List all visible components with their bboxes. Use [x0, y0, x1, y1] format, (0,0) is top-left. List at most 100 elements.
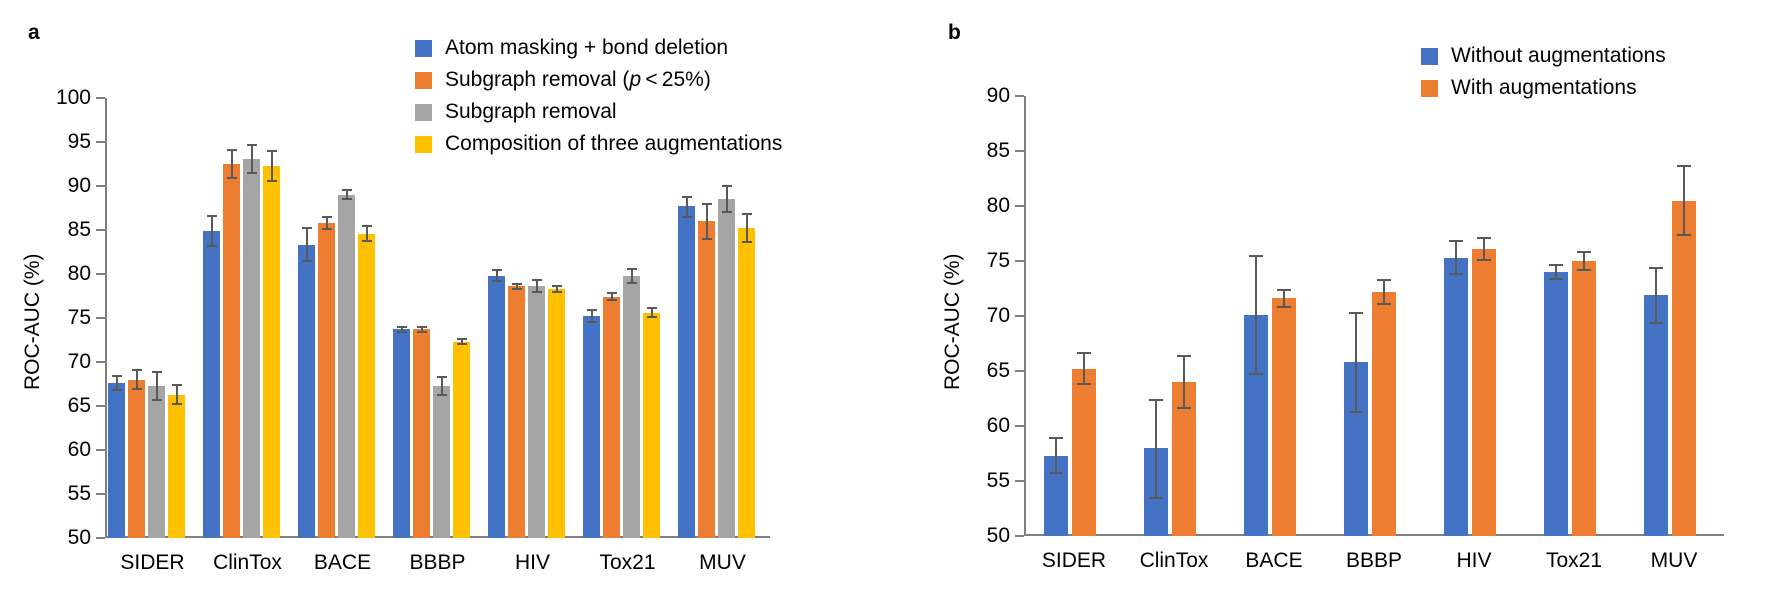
legend-swatch-icon — [1421, 79, 1438, 97]
error-bar — [515, 283, 518, 289]
legend-label: Composition of three augmentations — [445, 132, 783, 155]
error-bar-cap-bottom — [151, 398, 162, 401]
error-bar — [1383, 279, 1385, 304]
legend-label: Subgraph removal (p < 25%) — [445, 68, 711, 91]
bar — [108, 383, 125, 538]
error-bar-cap-bottom — [681, 215, 692, 218]
bar — [508, 286, 525, 538]
y-axis-tick-label: 90 — [986, 84, 1010, 107]
error-bar-cap-bottom — [206, 244, 217, 247]
error-bar-cap-bottom — [491, 280, 502, 283]
y-axis-tick-label: 55 — [67, 482, 91, 505]
error-bar-cap-top — [1149, 398, 1163, 401]
x-axis-tick-label: SIDER — [120, 551, 185, 574]
bar — [263, 165, 280, 538]
y-axis-tick — [1015, 205, 1024, 207]
error-bar-cap-top — [396, 325, 407, 328]
error-bar — [250, 144, 253, 173]
error-bar-cap-top — [626, 267, 637, 270]
error-bar-cap-bottom — [301, 259, 312, 262]
bar — [358, 233, 375, 538]
y-axis-tick-label: 65 — [67, 394, 91, 417]
y-axis-tick — [1015, 535, 1024, 537]
error-bar-cap-bottom — [531, 291, 542, 294]
error-bar — [155, 371, 158, 400]
y-axis-tick-label: 75 — [986, 249, 1010, 272]
y-axis-tick — [1015, 425, 1024, 427]
y-axis-tick — [96, 97, 105, 99]
bar — [1672, 200, 1696, 536]
legend-item[interactable]: Composition of three augmentations — [415, 128, 782, 160]
y-axis-tick — [1015, 315, 1024, 317]
x-axis-tick-label: MUV — [1650, 549, 1698, 572]
error-bar-cap-top — [1277, 288, 1291, 291]
error-bar — [535, 280, 538, 293]
bar — [148, 385, 165, 538]
legend-item[interactable]: Subgraph removal — [415, 96, 782, 128]
error-bar-cap-top — [701, 202, 712, 205]
error-bar — [325, 216, 328, 230]
y-axis-tick-label: 90 — [67, 174, 91, 197]
error-bar-cap-bottom — [321, 228, 332, 231]
error-bar — [650, 308, 653, 318]
x-axis-tick-label: ClinTox — [213, 551, 282, 574]
bar — [338, 194, 355, 538]
panel-a-letter: a — [28, 21, 40, 44]
y-axis-tick — [96, 229, 105, 231]
legend-item[interactable]: Atom masking + bond deletion — [415, 32, 782, 64]
x-axis-tick-label: BACE — [313, 551, 372, 574]
y-axis-tick — [96, 537, 105, 539]
y-axis-tick — [96, 361, 105, 363]
error-bar-cap-top — [226, 148, 237, 151]
x-axis-tick-label: HIV — [514, 551, 550, 574]
error-bar-cap-top — [1349, 311, 1363, 314]
y-axis-tick — [96, 141, 105, 143]
error-bar-cap-bottom — [1549, 277, 1563, 280]
error-bar-cap-bottom — [511, 287, 522, 290]
error-bar — [135, 369, 138, 390]
legend-swatch-icon — [1421, 47, 1438, 65]
error-bar-cap-top — [1649, 266, 1663, 269]
error-bar — [1355, 312, 1357, 412]
error-bar-cap-top — [1577, 251, 1591, 254]
bar — [1544, 272, 1568, 536]
error-bar-cap-bottom — [741, 241, 752, 244]
bar — [1644, 295, 1668, 536]
error-bar-cap-bottom — [1377, 302, 1391, 305]
error-bar — [420, 326, 423, 333]
error-bar — [440, 376, 443, 395]
bar — [203, 230, 220, 538]
error-bar-cap-top — [586, 309, 597, 312]
error-bar — [1083, 353, 1085, 385]
error-bar-cap-bottom — [551, 290, 562, 293]
y-axis-tick — [1015, 150, 1024, 152]
y-axis-tick-label: 50 — [67, 526, 91, 549]
bar — [1272, 298, 1296, 536]
y-axis-tick-label: 70 — [986, 304, 1010, 327]
bar — [738, 228, 755, 538]
x-axis-tick-label: BBBP — [409, 551, 466, 574]
legend-item[interactable]: Without augmentations — [1421, 40, 1666, 72]
legend-item[interactable]: With augmentations — [1421, 72, 1666, 104]
bar — [1444, 257, 1468, 536]
error-bar-cap-bottom — [456, 343, 467, 346]
error-bar-cap-top — [741, 213, 752, 216]
y-axis-tick — [1015, 480, 1024, 482]
error-bar-cap-top — [1249, 254, 1263, 257]
error-bar — [1583, 252, 1585, 270]
y-axis-tick-label: 65 — [986, 359, 1010, 382]
error-bar-cap-bottom — [1677, 233, 1691, 236]
error-bar-cap-bottom — [266, 179, 277, 182]
bar — [413, 329, 430, 538]
x-axis-tick-label: ClinTox — [1139, 549, 1209, 572]
error-bar-cap-top — [681, 195, 692, 198]
error-bar — [590, 310, 593, 322]
bar — [128, 379, 145, 538]
y-axis-tick — [96, 405, 105, 407]
legend-item[interactable]: Subgraph removal (p < 25%) — [415, 64, 782, 96]
error-bar-cap-top — [491, 269, 502, 272]
y-axis-tick-label: 50 — [986, 524, 1010, 547]
